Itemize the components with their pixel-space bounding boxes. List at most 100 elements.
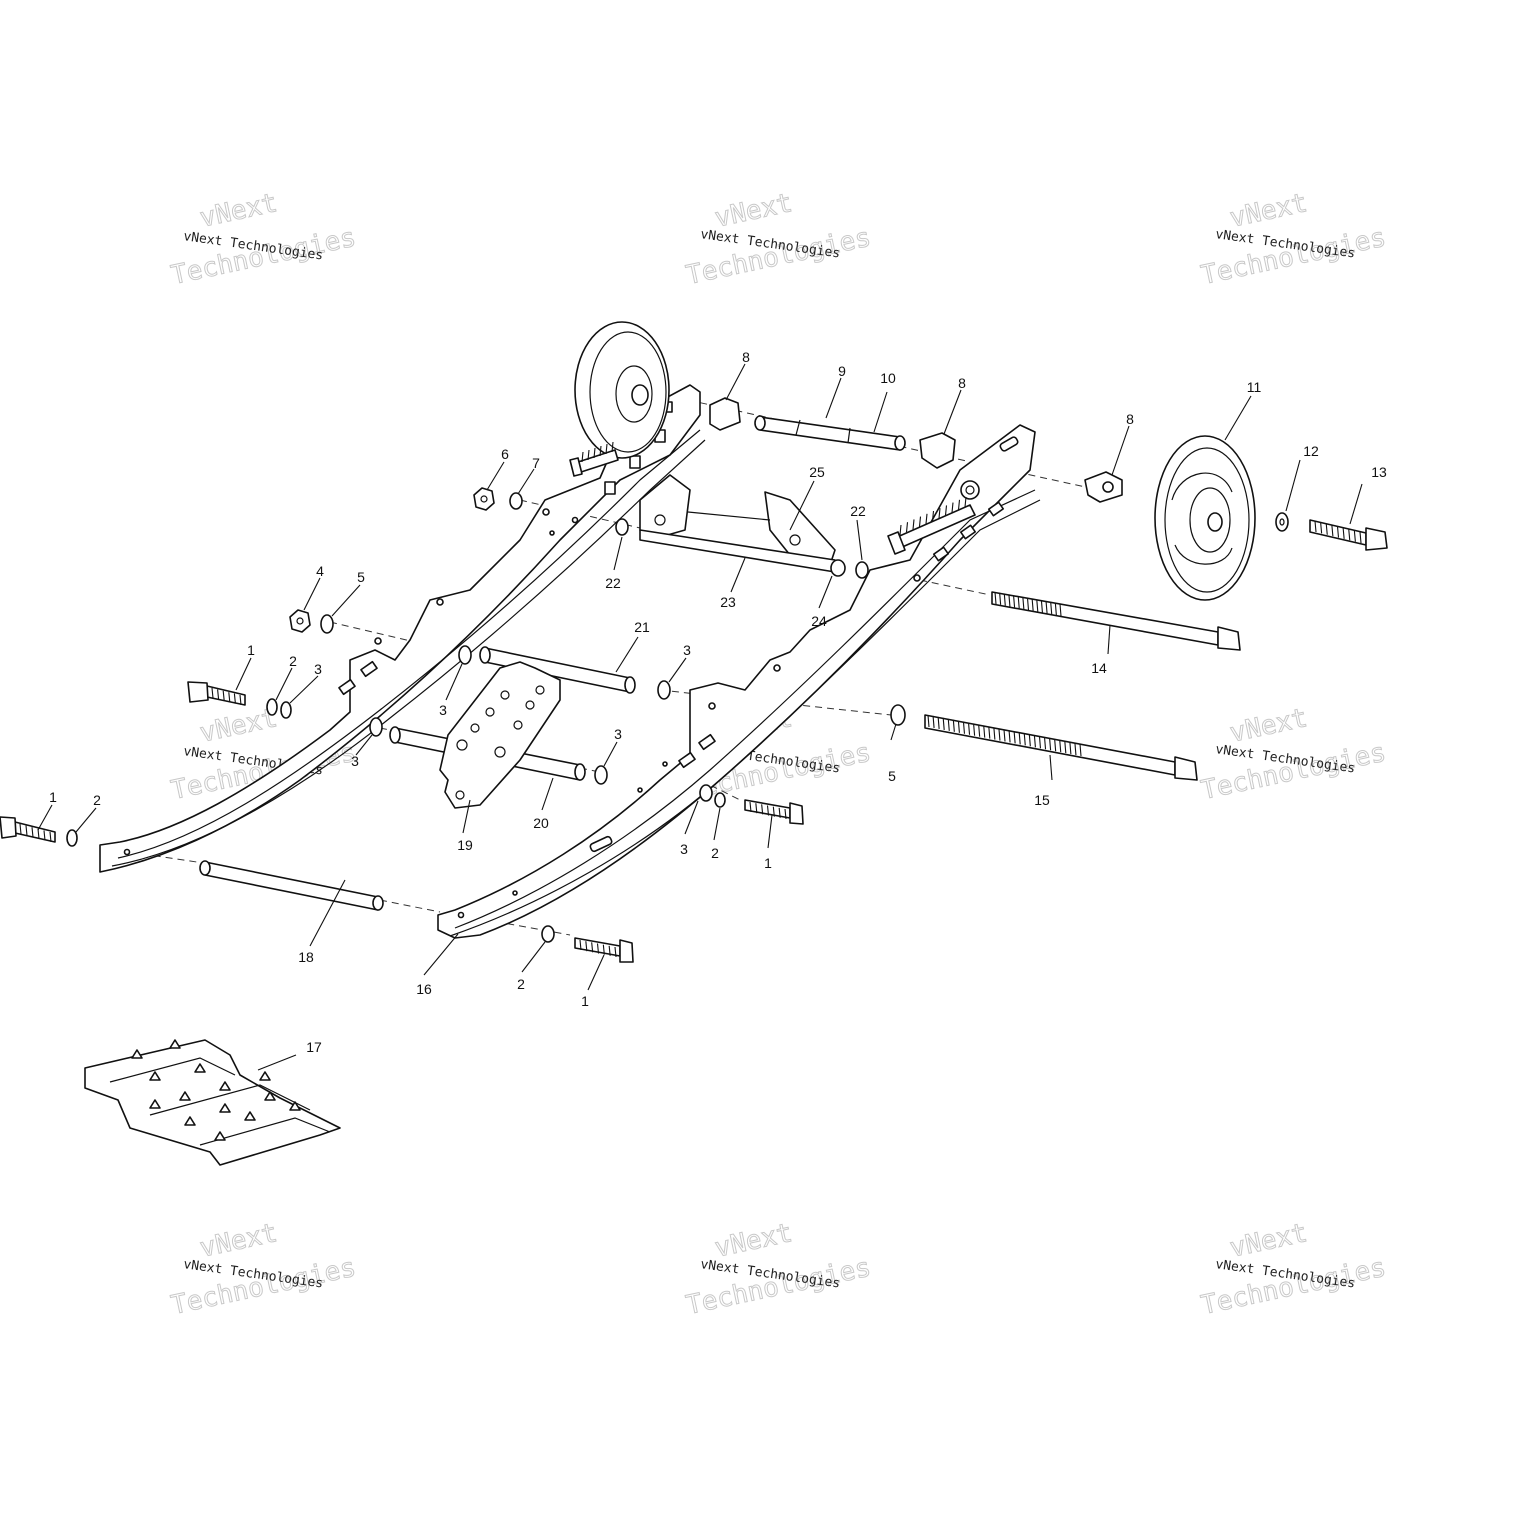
callout-23: 23 [720, 594, 736, 610]
thread-mark [1003, 593, 1006, 606]
thread-mark [1331, 525, 1334, 537]
thread-mark [994, 591, 997, 605]
thread-mark [964, 496, 967, 508]
thread-mark [608, 945, 611, 956]
thread-mark [942, 717, 945, 730]
bolt-1-left-top [187, 681, 246, 706]
callout-13: 13 [1371, 464, 1387, 480]
thread-mark [1069, 742, 1072, 755]
thread-mark [1049, 738, 1052, 751]
thread-mark [998, 728, 1001, 741]
thread-mark [899, 524, 902, 536]
thread-mark [1064, 741, 1067, 754]
thread-mark [25, 825, 28, 836]
thread-mark [217, 689, 220, 700]
thread-mark [1336, 526, 1340, 538]
callout-5-right: 5 [888, 768, 896, 784]
callout-2-right: 2 [711, 845, 719, 861]
thread-mark [973, 723, 976, 736]
thread-mark [1026, 597, 1030, 611]
callout-1-far-left: 1 [49, 789, 57, 805]
callout-8-right: 8 [1126, 411, 1134, 427]
thread-mark [938, 508, 941, 519]
thread-mark [951, 502, 954, 513]
thread-mark [222, 690, 225, 701]
thread-mark [1013, 731, 1016, 744]
thread-mark [931, 510, 935, 522]
watermark-logo-top: vNext [1227, 188, 1310, 234]
thread-mark [43, 830, 46, 841]
thread-mark [912, 519, 915, 530]
thread-mark [1054, 739, 1057, 752]
thread-mark [947, 718, 950, 731]
thread-mark [983, 725, 986, 738]
thread-mark [932, 715, 935, 729]
thread-mark [755, 803, 758, 814]
callout-12: 12 [1303, 443, 1319, 459]
watermark-logo-top: vNext [1227, 1218, 1310, 1264]
thread-mark [591, 942, 594, 953]
callout-5-left: 5 [357, 569, 365, 585]
thread-mark [1036, 599, 1039, 612]
thread-mark [978, 724, 981, 737]
thread-mark [228, 692, 231, 703]
thread-mark [999, 592, 1002, 605]
thread-mark [1022, 597, 1025, 610]
thread-mark [1040, 600, 1043, 613]
shaft-18 [199, 860, 384, 911]
thread-mark [957, 499, 961, 510]
callout-9: 9 [838, 363, 846, 379]
thread-mark [37, 828, 40, 839]
thread-mark [596, 943, 600, 954]
thread-mark [993, 727, 996, 740]
wheel-bolt-left [569, 449, 619, 477]
axle-block-8b [919, 432, 956, 469]
bolt-13 [1309, 519, 1388, 551]
thread-mark [1074, 742, 1077, 756]
watermark-logo-top: vNext [1227, 703, 1310, 749]
thread-mark [602, 944, 605, 955]
bolt-14 [991, 591, 1241, 651]
thread-mark [1050, 602, 1053, 615]
callout-3-mid-left: 3 [439, 702, 447, 718]
thread-mark [614, 946, 617, 958]
callout-11: 11 [1247, 379, 1262, 395]
thread-mark [952, 719, 955, 732]
callout-14: 14 [1091, 660, 1107, 676]
thread-mark [937, 716, 940, 729]
thread-mark [761, 804, 764, 815]
thread-mark [1013, 595, 1016, 608]
callout-17: 17 [306, 1039, 322, 1055]
washer-12 [1275, 512, 1289, 532]
shaft-21 [479, 646, 636, 694]
callout-3-right: 3 [680, 841, 688, 857]
thread-mark [605, 443, 608, 455]
callout-19: 19 [457, 837, 473, 853]
callout-3-lower-left: 3 [351, 753, 359, 769]
callout-22-right: 22 [850, 503, 866, 519]
thread-mark [587, 449, 590, 461]
thread-mark [1059, 740, 1062, 753]
thread-mark [1325, 523, 1328, 535]
watermark-logo-top: vNext [712, 1218, 795, 1264]
bolt-15 [924, 714, 1198, 781]
thread-mark [925, 513, 928, 524]
callout-1-bottom: 1 [581, 993, 589, 1009]
thread-mark [233, 693, 236, 704]
thread-mark [1028, 734, 1031, 747]
thread-mark [1054, 603, 1057, 616]
thread-mark [1359, 531, 1362, 544]
callout-10: 10 [880, 370, 896, 386]
thread-mark [593, 447, 596, 459]
callout-15: 15 [1034, 792, 1050, 808]
thread-mark [1018, 732, 1021, 745]
callout-4: 4 [316, 563, 324, 579]
callout-24: 24 [811, 613, 827, 629]
thread-mark [579, 939, 582, 951]
callout-3-mid: 3 [683, 642, 691, 658]
thread-mark [19, 823, 22, 835]
thread-mark [211, 687, 214, 699]
track-lugs [131, 1039, 301, 1141]
